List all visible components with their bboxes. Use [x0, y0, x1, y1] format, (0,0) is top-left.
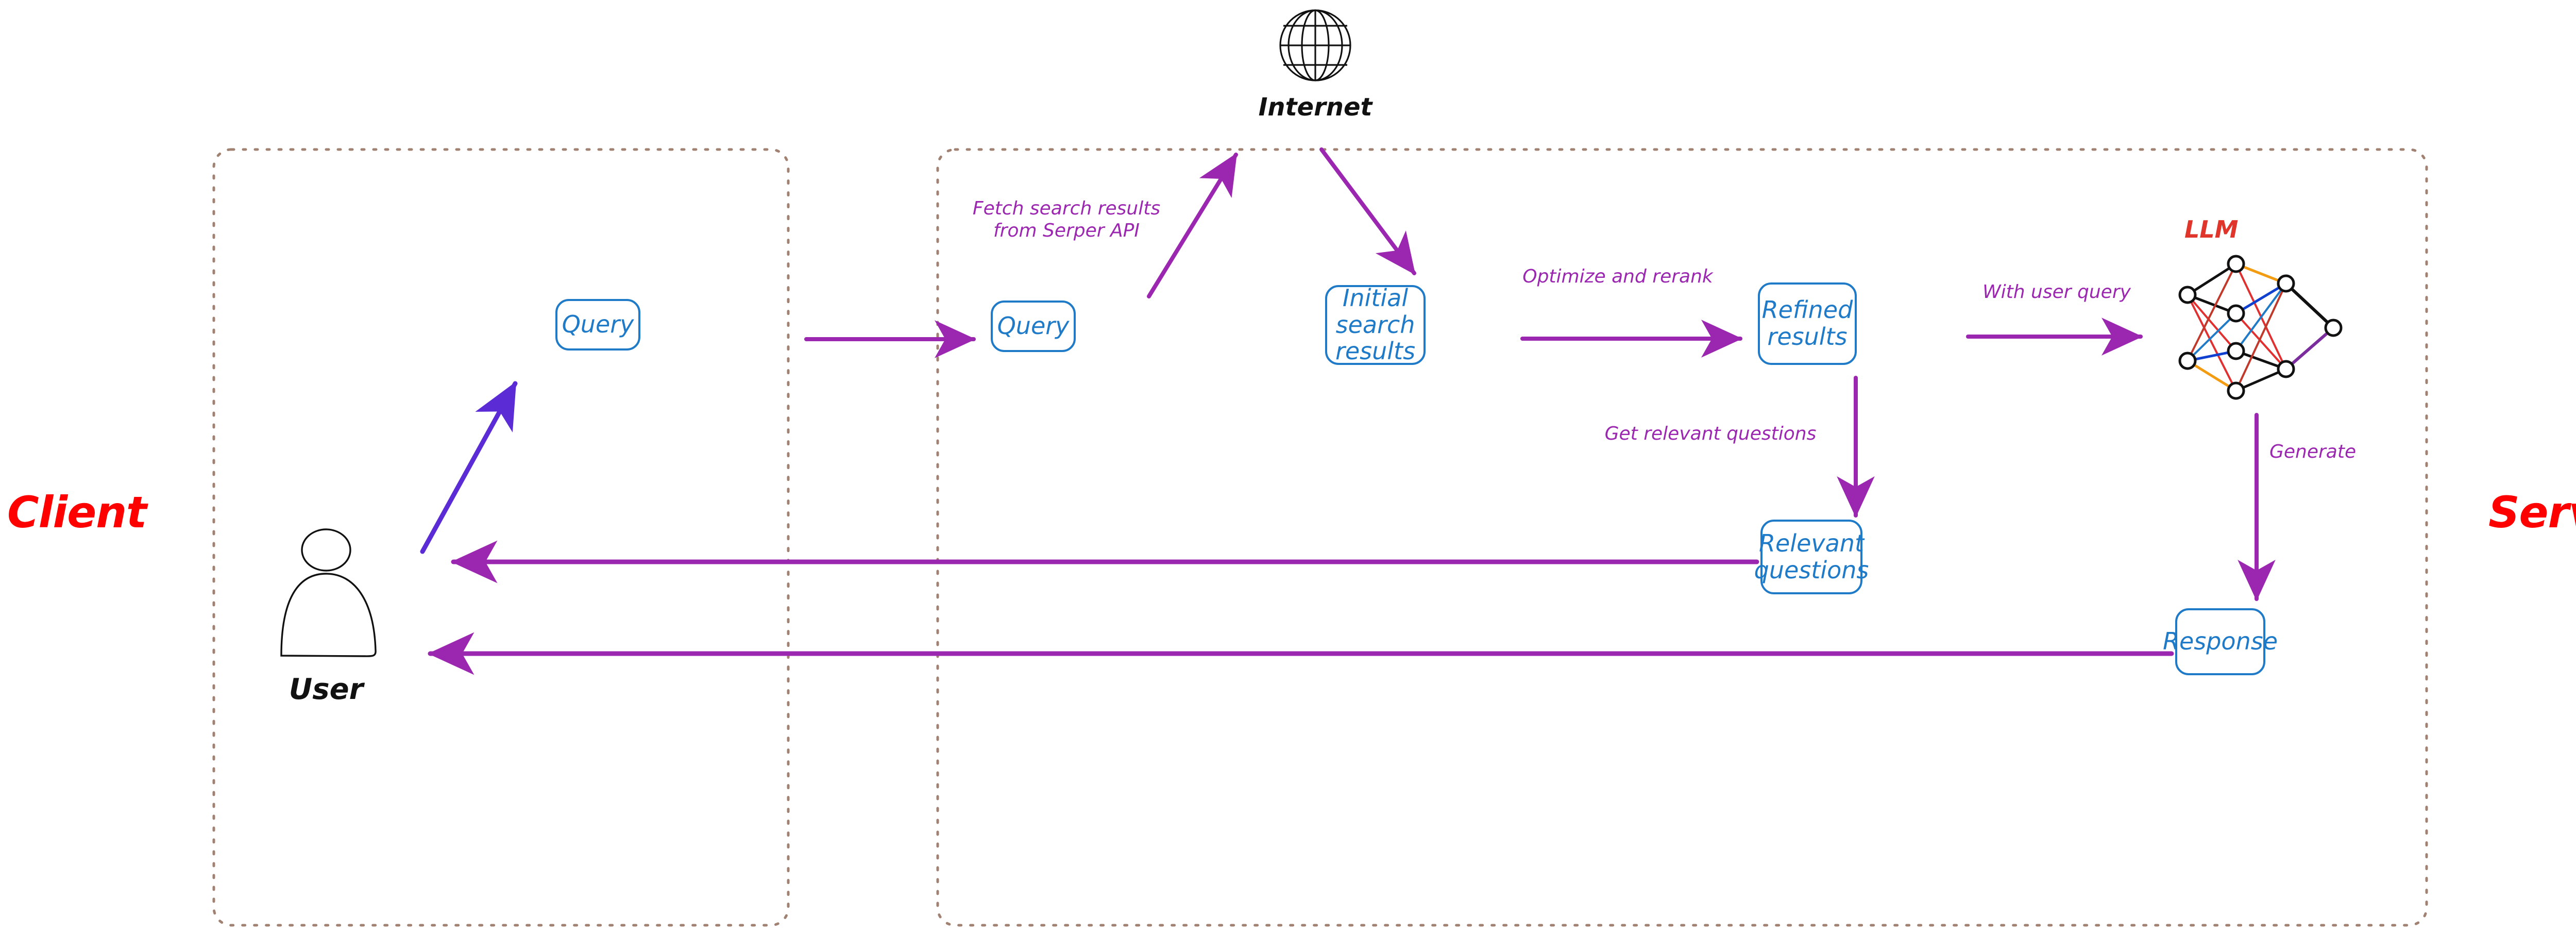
node-initial-search-results[interactable]: Initial search results	[1325, 285, 1426, 365]
node-server-query[interactable]: Query	[991, 301, 1076, 352]
node-refined-results[interactable]: Refined results	[1758, 282, 1857, 365]
edge-label-optimize-and-rerank: Optimize and rerank	[1522, 266, 1713, 287]
internet-label: Internet	[1258, 93, 1372, 122]
user-label: User	[289, 673, 364, 706]
globe-icon	[1279, 9, 1351, 81]
zone-box-client	[212, 148, 790, 927]
node-response[interactable]: Response	[2163, 608, 2278, 675]
zone-label-server: Server	[2488, 487, 2576, 538]
edge-label-with-user-query: With user query	[1982, 281, 2131, 303]
edge-label-generate: Generate	[2269, 441, 2357, 462]
node-relevant-questions[interactable]: Relevant questions	[1754, 520, 1869, 594]
edge-label-get-relevant-questions: Get relevant questions	[1604, 423, 1817, 444]
zone-box-server	[936, 148, 2428, 927]
edge-query-to-internet	[1147, 153, 1238, 298]
zone-label-client: Client	[7, 487, 147, 538]
edge-label-fetch-search-results: Fetch search results from Serper API	[972, 198, 1161, 242]
user-icon	[280, 528, 377, 657]
neural-network-icon	[2178, 255, 2343, 400]
edge-user-to-query	[420, 381, 518, 554]
llm-label: LLM	[2184, 215, 2239, 243]
edge-internet-to-initial-results	[1319, 147, 1416, 275]
node-client-query[interactable]: Query	[555, 299, 640, 351]
